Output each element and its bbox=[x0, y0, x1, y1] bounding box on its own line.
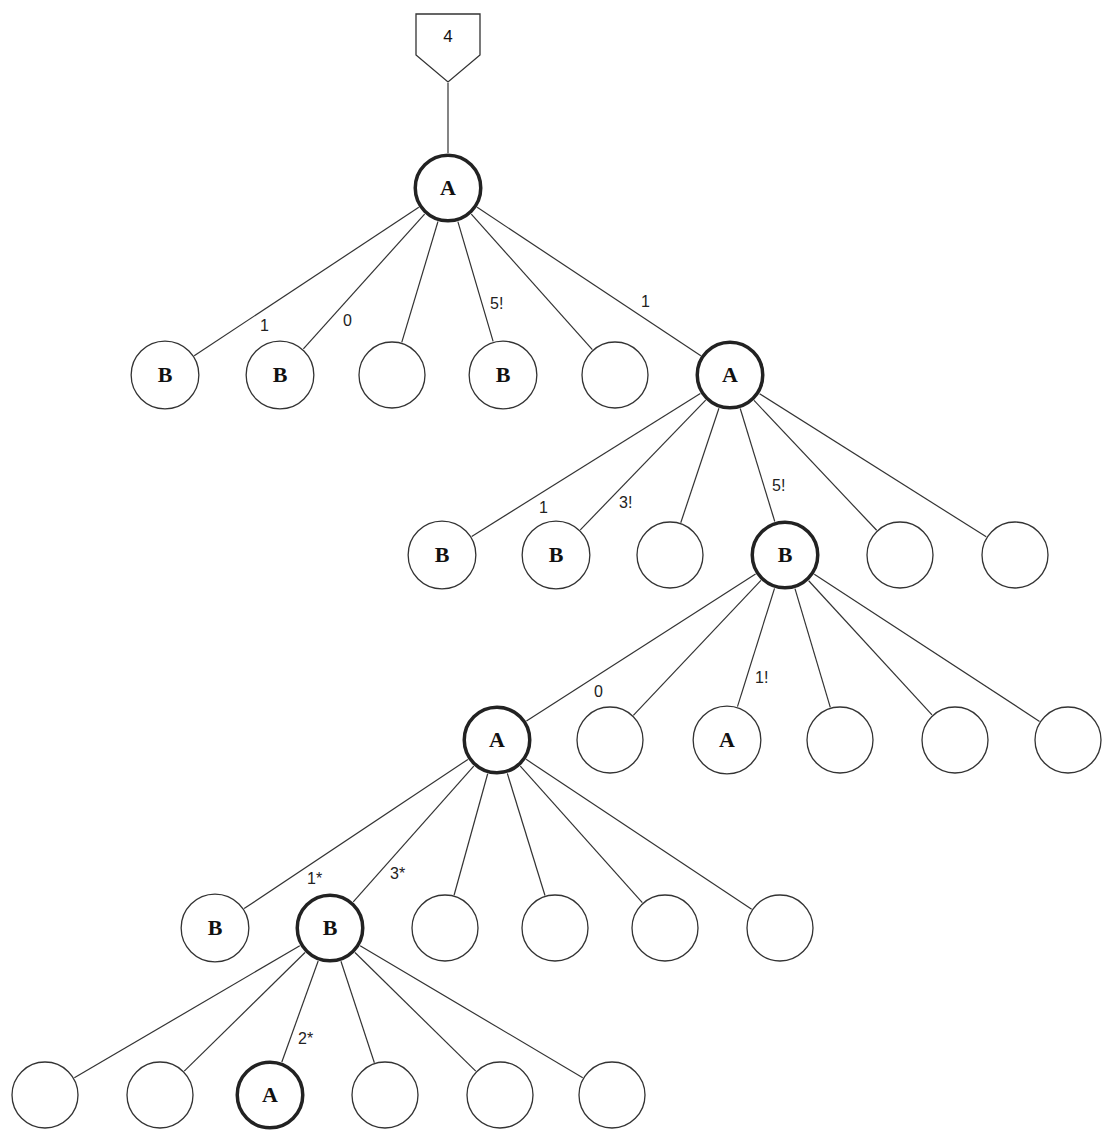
move-value: 3! bbox=[617, 494, 634, 512]
branch-line bbox=[754, 400, 877, 530]
branch-line bbox=[681, 408, 719, 523]
tree-node: A bbox=[692, 705, 762, 775]
depth-marker: 4 bbox=[415, 13, 481, 83]
player-letter: A bbox=[719, 727, 735, 753]
tree-node: A bbox=[413, 153, 483, 223]
tree-node: A bbox=[695, 340, 765, 410]
branch-line bbox=[633, 580, 761, 715]
move-value: 1 bbox=[639, 293, 652, 311]
empty-node bbox=[12, 1062, 78, 1128]
empty-node bbox=[807, 707, 873, 773]
tree-node: B bbox=[130, 340, 200, 410]
empty-node bbox=[637, 522, 703, 588]
empty-node bbox=[582, 342, 648, 408]
tree-branch bbox=[580, 400, 705, 530]
empty-node bbox=[577, 707, 643, 773]
branch-line bbox=[74, 946, 299, 1078]
tree-node: B bbox=[245, 340, 315, 410]
player-letter: A bbox=[262, 1082, 278, 1108]
branch-line bbox=[760, 394, 987, 537]
branch-line bbox=[809, 581, 932, 715]
tree-branch bbox=[526, 574, 755, 721]
tree-branch bbox=[477, 207, 701, 355]
marker-outline bbox=[415, 13, 481, 83]
player-letter: A bbox=[722, 362, 738, 388]
tree-node: A bbox=[235, 1060, 305, 1130]
player-letter: B bbox=[323, 915, 338, 941]
tree-branch bbox=[740, 408, 775, 521]
tree-branch bbox=[472, 394, 701, 537]
empty-node bbox=[579, 1062, 645, 1128]
tree-node: B bbox=[468, 340, 538, 410]
tree-node: A bbox=[462, 705, 532, 775]
player-letter: B bbox=[435, 542, 450, 568]
tree-branch bbox=[194, 207, 419, 355]
empty-node bbox=[127, 1062, 193, 1128]
player-letter: B bbox=[158, 362, 173, 388]
tree-node: B bbox=[295, 893, 365, 963]
move-value: 3* bbox=[388, 865, 407, 883]
move-value: 1 bbox=[537, 499, 550, 517]
branch-line bbox=[507, 773, 545, 895]
empty-node bbox=[522, 895, 588, 961]
branch-line bbox=[795, 589, 830, 708]
empty-node bbox=[352, 1062, 418, 1128]
move-value: 5! bbox=[488, 295, 505, 313]
player-letter: B bbox=[496, 362, 511, 388]
move-value: 0 bbox=[341, 312, 354, 330]
branch-line bbox=[341, 961, 374, 1062]
move-value: 5! bbox=[770, 477, 787, 495]
empty-node bbox=[867, 522, 933, 588]
tree-node: B bbox=[750, 520, 820, 590]
tree-node: B bbox=[521, 520, 591, 590]
move-value: 1* bbox=[305, 870, 324, 888]
player-letter: A bbox=[440, 175, 456, 201]
tree-branch bbox=[458, 222, 493, 342]
branch-line bbox=[355, 953, 476, 1072]
tree-branch bbox=[303, 214, 424, 349]
player-letter: A bbox=[489, 727, 505, 753]
move-value: 1 bbox=[258, 317, 271, 335]
empty-node bbox=[359, 342, 425, 408]
depth-value: 4 bbox=[443, 27, 452, 47]
branch-line bbox=[814, 574, 1039, 721]
move-value: 2* bbox=[296, 1030, 315, 1048]
player-letter: B bbox=[273, 362, 288, 388]
move-value: 1! bbox=[753, 669, 770, 687]
tree-node: B bbox=[407, 520, 477, 590]
empty-node bbox=[632, 895, 698, 961]
tree-branch bbox=[282, 961, 318, 1062]
player-letter: B bbox=[208, 915, 223, 941]
empty-node bbox=[1035, 707, 1101, 773]
empty-node bbox=[982, 522, 1048, 588]
player-letter: B bbox=[549, 542, 564, 568]
player-letter: B bbox=[778, 542, 793, 568]
tree-node: B bbox=[180, 893, 250, 963]
tree-branch bbox=[353, 766, 474, 902]
branch-line bbox=[526, 759, 752, 909]
empty-node bbox=[747, 895, 813, 961]
branch-line bbox=[454, 774, 488, 895]
tree-branch bbox=[244, 759, 468, 908]
empty-node bbox=[467, 1062, 533, 1128]
empty-node bbox=[412, 895, 478, 961]
branch-line bbox=[520, 766, 642, 903]
tree-branch bbox=[737, 588, 774, 706]
branch-line bbox=[360, 946, 583, 1078]
empty-node bbox=[922, 707, 988, 773]
tree-branch bbox=[447, 83, 448, 153]
move-value: 0 bbox=[592, 683, 605, 701]
branch-line bbox=[184, 953, 305, 1072]
branch-line bbox=[402, 222, 438, 343]
